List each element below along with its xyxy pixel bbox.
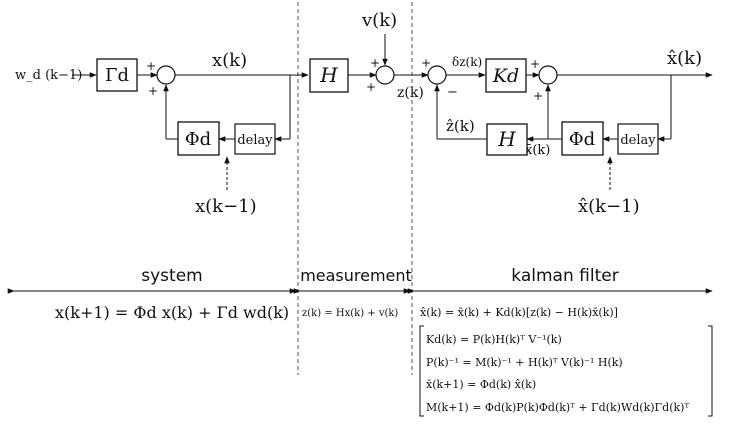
delay-block-system — [234, 123, 276, 155]
svg-text:Kd: Kd — [492, 65, 519, 87]
svg-text:delay: delay — [237, 133, 273, 148]
zhat-label: ẑ(k) — [446, 117, 475, 135]
gain-eq-1: Kd(k) = P(k)H(k)ᵀ V⁻¹(k) — [426, 333, 562, 346]
gain-eq-3: x̄(k+1) = Φd(k) x̂(k) — [426, 378, 536, 391]
gain-eq-4: M(k+1) = Φd(k)P(k)Φd(k)ᵀ + Γd(k)Wd(k)Γd(… — [426, 401, 689, 414]
section-system: system — [141, 266, 202, 286]
state-label: x(k) — [212, 50, 247, 71]
prev-est-label: x̂(k−1) — [578, 196, 640, 217]
svg-text:+: + — [370, 56, 380, 70]
noise-label: v(k) — [361, 10, 397, 31]
svg-text:delay: delay — [620, 133, 656, 148]
H-block-filter — [486, 123, 528, 156]
measurement-equation: z(k) = Hx(k) + v(k) — [302, 308, 398, 319]
xbar-label: x̄(k) — [525, 143, 550, 158]
dz-label: δz(k) — [452, 55, 482, 69]
svg-text:−: − — [447, 85, 458, 100]
svg-text:Φd: Φd — [185, 129, 211, 150]
svg-text:+: + — [366, 80, 376, 94]
svg-text:H: H — [319, 63, 338, 87]
filter-equation: x̂(k) = x̄(k) + Kd(k)[z(k) − H(k)x̄(k)] — [420, 306, 618, 319]
gamma-block — [96, 58, 138, 92]
svg-text:H: H — [497, 127, 516, 151]
prev-state-label: x(k−1) — [195, 196, 257, 217]
gain-eq-2: P(k)⁻¹ = M(k)⁻¹ + H(k)ᵀ V(k)⁻¹ H(k) — [426, 356, 623, 369]
svg-text:+: + — [421, 56, 431, 70]
gamma-block-label: Γd — [105, 65, 129, 86]
system-equation: x(k+1) = Φd x(k) + Γd wd(k) — [55, 303, 289, 322]
delay-block-filter — [617, 123, 659, 155]
H-block-measurement — [309, 58, 349, 93]
svg-text:+: + — [148, 84, 158, 98]
section-measurement: measurement — [300, 266, 412, 285]
section-kalman: kalman filter — [511, 266, 618, 286]
input-label: w_d (k−1) — [15, 68, 82, 83]
svg-text:+: + — [530, 57, 540, 71]
svg-text:+: + — [146, 59, 156, 73]
sum-junction-system — [156, 65, 176, 85]
output-label: x̂(k) — [667, 48, 702, 69]
sum-junction-update — [538, 65, 558, 85]
svg-text:Φd: Φd — [569, 129, 595, 150]
z-label: z(k) — [397, 85, 424, 101]
svg-text:+: + — [533, 89, 543, 103]
